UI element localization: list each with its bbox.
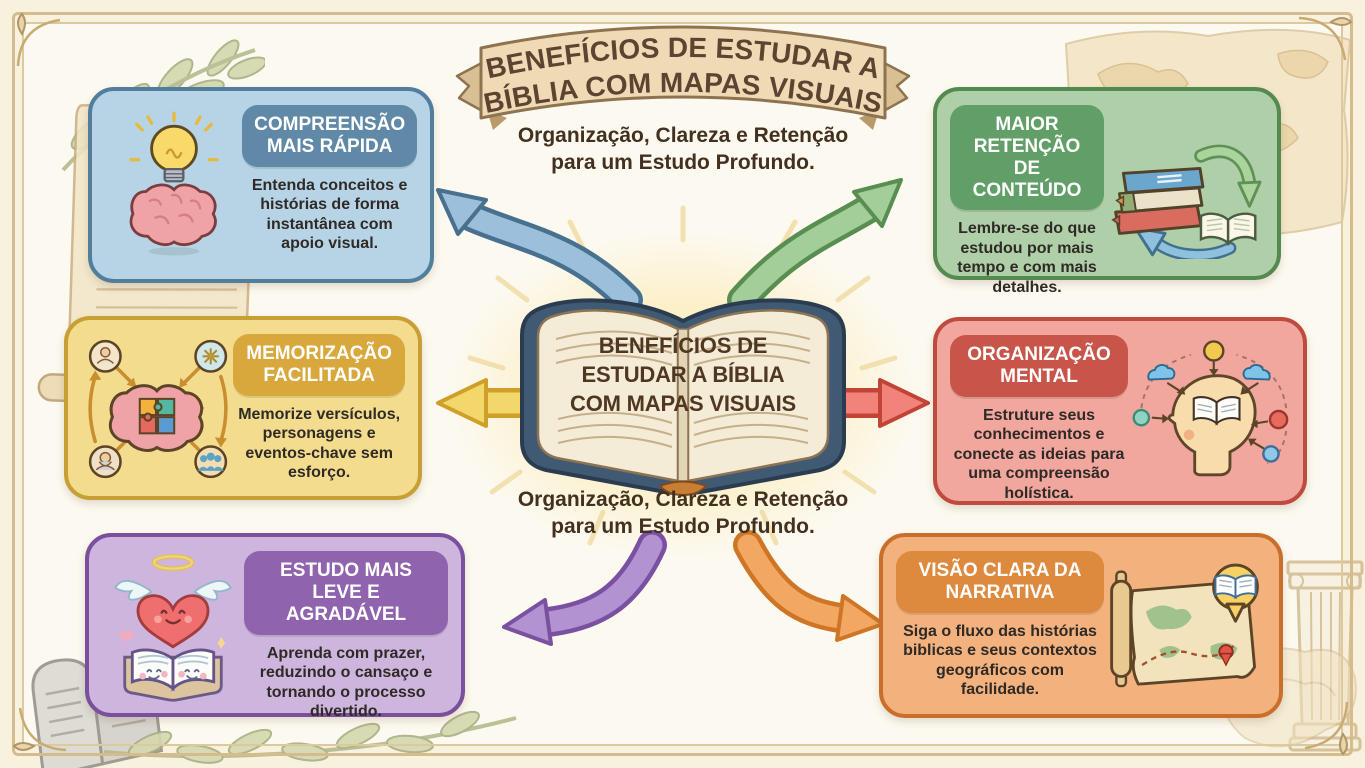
card-title: ESTUDO MAIS LEVE E AGRADÁVEL: [244, 551, 448, 635]
puzzle-brain-memory-icon: [81, 332, 233, 484]
lightbulb-brain-icon: [105, 103, 242, 267]
card-body: Siga o fluxo das histórias biblicas e se…: [903, 622, 1097, 699]
bottom-subtitle-line1: Organização, Clareza e Retenção: [517, 488, 849, 511]
card-body: Entenda conceitos e histórias de forma i…: [251, 176, 408, 253]
card-body: Lembre-se do que estudou por mais tempo …: [957, 220, 1097, 296]
scroll-map-pin-icon: [1104, 549, 1266, 702]
center-book-title: BENEFÍCIOS DE ESTUDAR A BÍBLIA COM MAPAS…: [540, 331, 826, 418]
card-body: Aprenda com prazer, reduzindo o cansaço …: [259, 644, 433, 721]
card-title: ORGANIZAÇÃO MENTAL: [950, 335, 1128, 397]
top-subtitle-line1: Organização, Clareza e Retenção: [517, 124, 849, 147]
book-stack-retention-icon: [1104, 103, 1264, 264]
corner-ornament-icon: [12, 707, 67, 752]
corner-ornament-icon: [16, 12, 61, 67]
card-title: MEMORIZAÇÃO FACILITADA: [233, 334, 405, 396]
card-memorizacao-facilitada: MEMORIZAÇÃO FACILITADA Memorize versícul…: [64, 316, 422, 500]
book-title-line3: COM MAPAS VISUAIS: [570, 391, 796, 417]
bottom-subtitle: Organização, Clareza e Retenção para um …: [453, 486, 913, 541]
card-body: Estruture seus conhecimentos e conecte a…: [953, 406, 1125, 502]
book-title-line2: ESTUDAR A BÍBLIA: [581, 362, 785, 388]
card-title: MAIOR RETENÇÃO DE CONTEÚDO: [950, 105, 1104, 211]
top-subtitle: Organização, Clareza e Retenção para um …: [453, 122, 913, 177]
bottom-subtitle-line2: para um Estudo Profundo.: [551, 515, 815, 539]
head-mindmap-icon: [1128, 333, 1290, 489]
corner-ornament-icon: [1304, 701, 1349, 756]
book-title-line1: BENEFÍCIOS DE: [598, 333, 768, 358]
card-title: COMPREENSÃO MAIS RÁPIDA: [242, 105, 417, 167]
card-organizacao-mental: ORGANIZAÇÃO MENTAL Estruture seus conhec…: [933, 317, 1307, 505]
card-body: Memorize versículos, personagens e event…: [238, 405, 401, 482]
open-bible-icon: [520, 298, 846, 497]
title-banner-ribbon: BENEFÍCIOS DE ESTUDAR A BÍBLIA COM MAPAS…: [455, 25, 911, 130]
card-maior-retencao: MAIOR RETENÇÃO DE CONTEÚDO Lembre-se do …: [933, 87, 1281, 296]
card-title: VISÃO CLARA DA NARRATIVA: [896, 551, 1104, 613]
card-compreensao-mais-rapida: COMPREENSÃO MAIS RÁPIDA Entenda conceito…: [88, 87, 434, 283]
top-subtitle-line2: para um Estudo Profundo.: [551, 151, 815, 175]
winged-heart-book-icon: [102, 549, 244, 702]
card-visao-clara-narrativa: VISÃO CLARA DA NARRATIVA Siga o fluxo da…: [879, 533, 1283, 718]
corner-ornament-icon: [1298, 16, 1353, 61]
card-estudo-mais-leve: ESTUDO MAIS LEVE E AGRADÁVEL Aprenda com…: [85, 533, 465, 720]
